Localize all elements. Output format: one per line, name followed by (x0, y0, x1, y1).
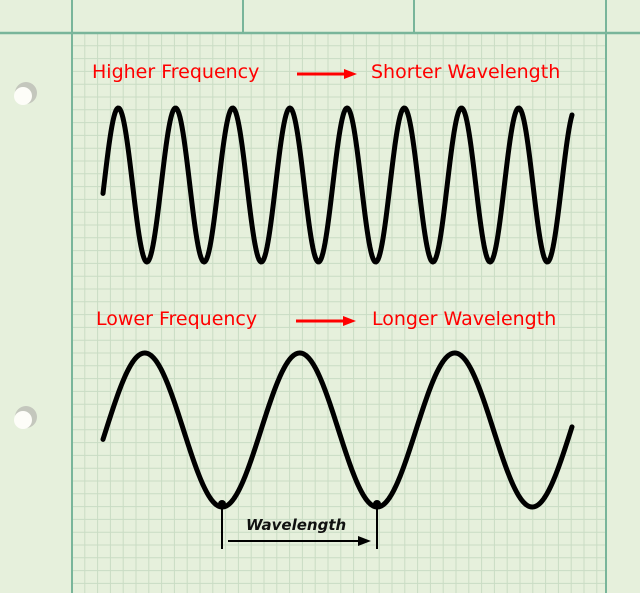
wavelength-arrow (358, 536, 371, 546)
longer-wavelength-label: Longer Wavelength (372, 308, 557, 330)
low-frequency-wave (100, 350, 575, 510)
wavelength-label: Wavelength (246, 516, 347, 534)
high-frequency-wave (100, 105, 575, 265)
punch-hole (14, 87, 32, 105)
trough-dot (373, 500, 381, 508)
higher-frequency-label: Higher Frequency (92, 61, 260, 83)
punch-hole (14, 411, 32, 429)
shorter-wavelength-label: Shorter Wavelength (371, 61, 561, 83)
trough-dot (218, 500, 226, 508)
lower-frequency-label: Lower Frequency (96, 308, 258, 330)
red-arrow (344, 69, 357, 79)
red-arrow (343, 316, 356, 326)
